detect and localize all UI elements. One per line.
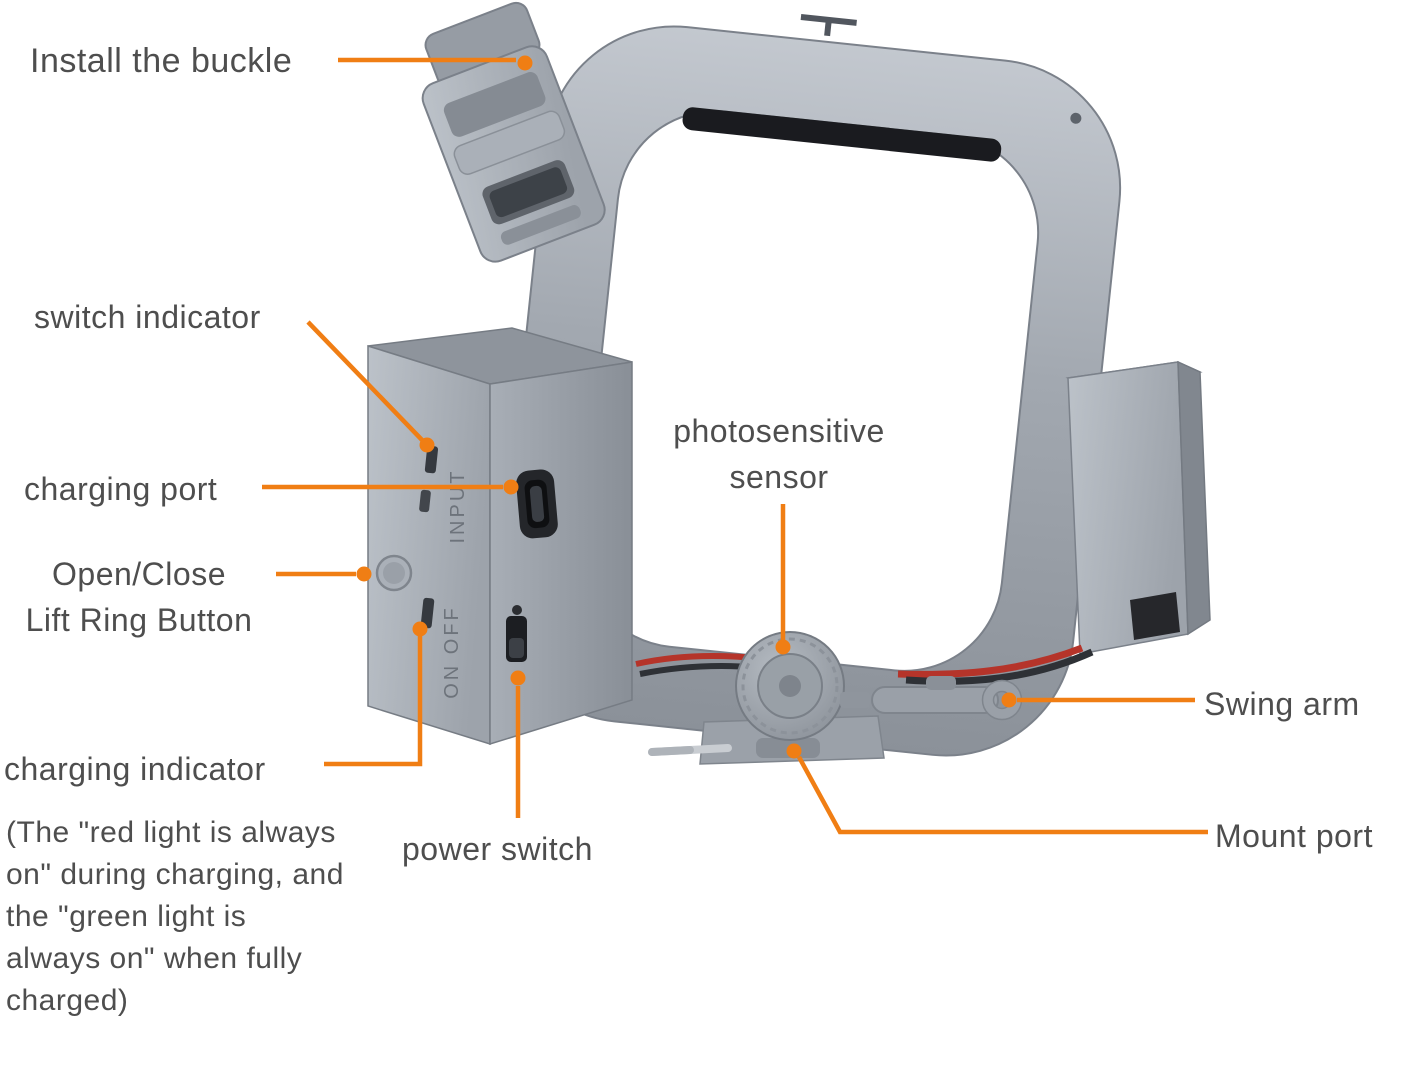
label-charging-indicator: charging indicator xyxy=(4,751,266,787)
photosensitive-sensor-knob xyxy=(735,631,870,741)
pointer-dot-switch-indicator xyxy=(419,437,435,453)
device-marking-onoff: ON OFF xyxy=(441,605,463,699)
label-charging-port: charging port xyxy=(24,471,218,507)
leader-mount-port xyxy=(797,755,1208,835)
control-module: INPUT ON OFF xyxy=(367,327,633,746)
label-install-buckle: Install the buckle xyxy=(30,42,293,80)
charging-port-usb xyxy=(516,469,558,539)
top-notch-mark xyxy=(800,14,857,37)
label-charging-note: (The "red light is always on" during cha… xyxy=(6,816,344,1017)
pointer-dot-photosensitive xyxy=(775,639,791,655)
label-power-switch: power switch xyxy=(402,831,593,867)
pointer-dot-charging-port xyxy=(503,479,519,495)
inner-pad-strip xyxy=(682,107,1002,162)
switch-indicator-slot xyxy=(424,445,439,474)
pointer-dot-install-buckle xyxy=(517,55,533,71)
pointer-dot-mount-port xyxy=(786,743,802,759)
pointer-dot-power-switch xyxy=(510,670,526,686)
device-marking-input: INPUT xyxy=(447,469,469,544)
label-switch-indicator: switch indicator xyxy=(34,299,261,335)
label-mount-port: Mount port xyxy=(1215,818,1373,854)
right-module xyxy=(1065,360,1211,655)
label-swing-arm: Swing arm xyxy=(1204,686,1360,722)
label-photosensitive-sensor: photosensitive sensor xyxy=(673,413,885,495)
label-open-close-lift-ring-button: Open/Close Lift Ring Button xyxy=(25,556,253,638)
charging-indicator-slot xyxy=(420,597,435,629)
leader-switch-indicator xyxy=(306,320,425,443)
power-switch-control xyxy=(506,605,527,662)
pointer-dot-open-close xyxy=(356,566,372,582)
leader-lines xyxy=(262,55,1208,835)
right-module-notch xyxy=(1130,592,1180,640)
pointer-dot-charging-indicator xyxy=(412,621,428,637)
leader-charging-indicator xyxy=(324,636,423,767)
buckle xyxy=(421,1,606,263)
pointer-dot-swing-arm xyxy=(1001,692,1017,708)
hinge-hole xyxy=(1070,112,1082,124)
